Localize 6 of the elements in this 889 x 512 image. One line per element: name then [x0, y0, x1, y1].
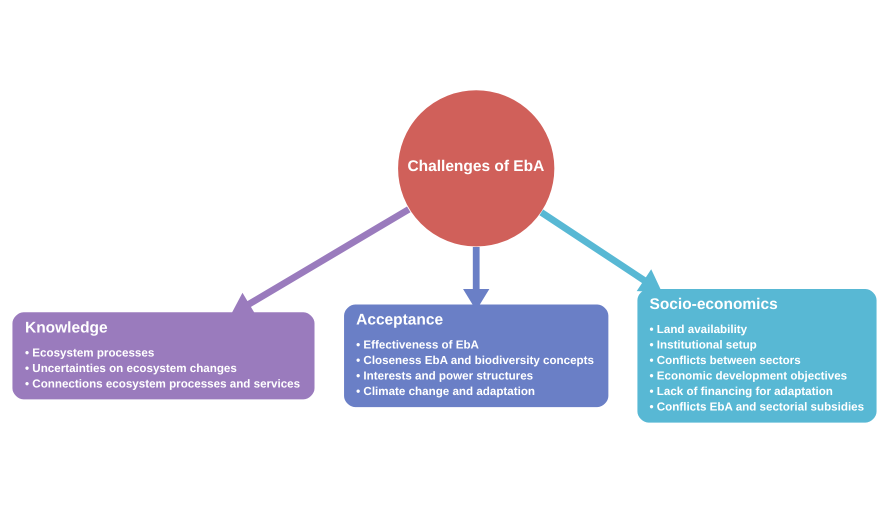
arrow	[539, 209, 662, 292]
node-box: Socio-economics • Land availability • Institutional setup • Conflicts between sectors • Economic development objectives • Lack of financing for adaptation • Conflicts EbA and sectorial subsidies	[636, 288, 878, 424]
node-box: Acceptance • Effectiveness of EbA • Closeness EbA and biodiversity concepts • Interests and power structures • Climate change and adaptation	[343, 303, 610, 408]
arrow	[230, 206, 410, 315]
node-circle: Challenges of EbA	[397, 88, 556, 247]
node-box: Knowledge • Ecosystem processes • Uncertainties on ecosystem changes • Connections ecosystem processes and services	[11, 310, 316, 400]
